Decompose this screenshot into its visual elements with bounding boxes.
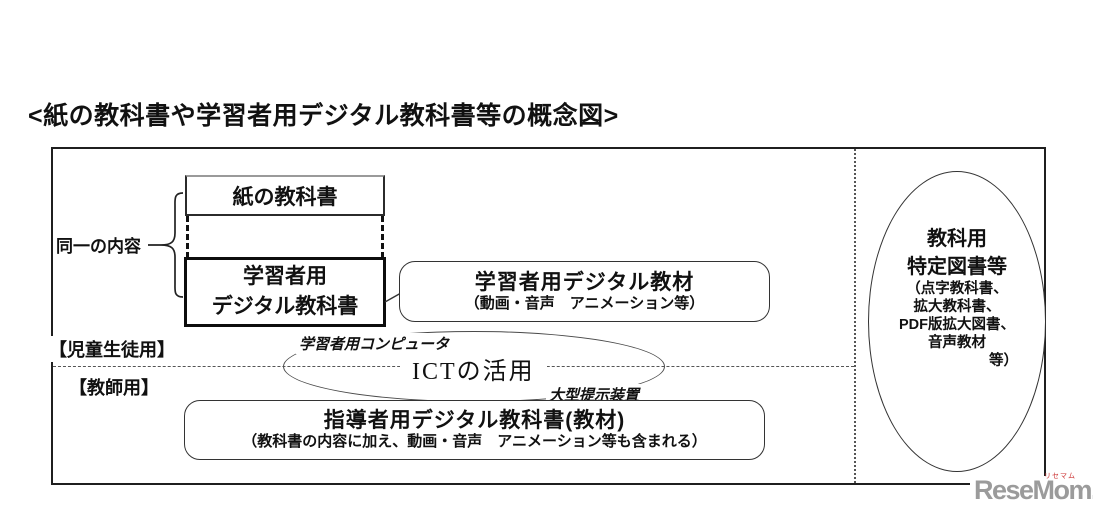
same-content-brace — [148, 192, 184, 298]
instructor-digital-textbook-bubble: 指導者用デジタル教科書(教材) （教科書の内容に加え、動画・音声 アニメーション… — [184, 400, 765, 460]
special-books-item: 等） — [989, 352, 1018, 369]
learner-digital-material-title: 学習者用デジタル教材 — [474, 270, 695, 294]
same-content-label: 同一の内容 — [56, 237, 141, 256]
special-books-ellipse — [868, 171, 1046, 472]
paper-textbook-label: 紙の教科書 — [232, 185, 338, 209]
special-books-title-line1: 教科用 — [927, 228, 987, 250]
resemom-logo: リセマム ReseMom. — [970, 473, 1093, 506]
resemom-logo-text: ReseMom. — [974, 475, 1093, 505]
learner-digital-textbook-line2: デジタル教科書 — [211, 295, 359, 318]
resemom-logo-ruby: リセマム — [1044, 473, 1076, 480]
vertical-dotted-divider — [854, 149, 856, 483]
learner-digital-material-bubble: 学習者用デジタル教材 （動画・音声 アニメーション等） — [399, 261, 770, 322]
learner-digital-material-subtitle: （動画・音声 アニメーション等） — [464, 294, 705, 312]
instructor-digital-textbook-subtitle: （教科書の内容に加え、動画・音声 アニメーション等も含まれる） — [242, 433, 707, 451]
special-books-item: PDF版拡大図書、 — [899, 316, 1015, 333]
teacher-section-label: 【教師用】 — [67, 374, 161, 400]
page-title: <紙の教科書や学習者用デジタル教科書等の概念図> — [28, 102, 619, 130]
ict-usage-label: ICTの活用 — [400, 351, 547, 386]
special-books-item: （点字教科書、 — [906, 281, 1008, 297]
special-books-text: 教科用 特定図書等 （点字教科書、 拡大教科書、 PDF版拡大図書、 音声教材 … — [868, 225, 1046, 371]
special-books-item: 拡大教科書、 — [913, 298, 1001, 315]
instructor-digital-textbook-title: 指導者用デジタル教科書(教材) — [323, 409, 626, 433]
bubble-tail-line — [384, 292, 402, 303]
same-content-dashed-connector — [186, 216, 384, 258]
paper-textbook-box: 紙の教科書 — [185, 175, 385, 216]
special-books-item: 音声教材 — [928, 334, 986, 351]
learner-digital-textbook-line1: 学習者用 — [243, 264, 327, 288]
special-books-title-line2: 特定図書等 — [907, 256, 1007, 278]
learner-digital-textbook-box: 学習者用 デジタル教科書 — [184, 257, 386, 327]
learner-computer-label: 学習者用コンピュータ — [296, 333, 453, 354]
student-section-label: 【児童生徒用】 — [47, 336, 177, 362]
